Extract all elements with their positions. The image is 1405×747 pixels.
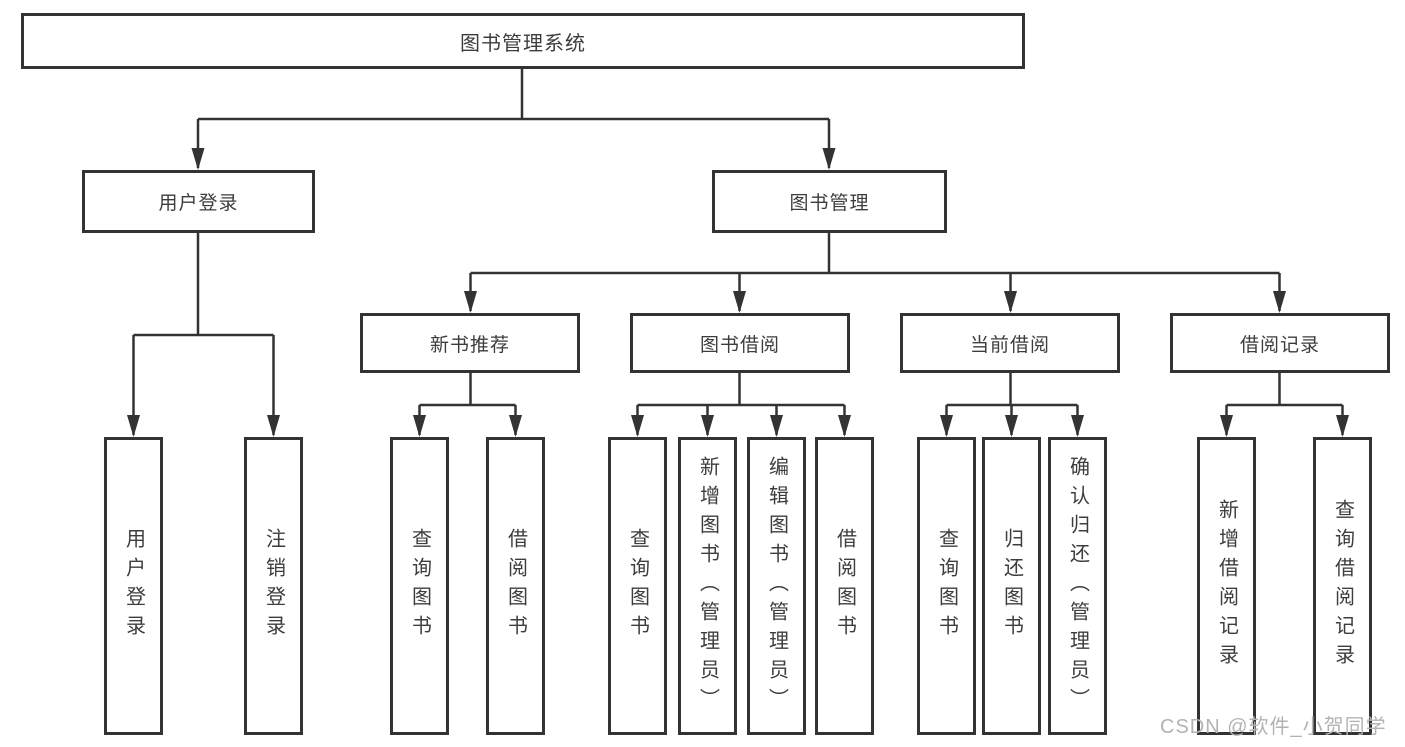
leaf-search-borrow-record-label: 查询借阅记录 <box>1331 499 1354 673</box>
leaf-confirm-return-admin-label: 确认归还（管理员） <box>1066 455 1089 717</box>
node-current-borrowing-label: 当前借阅 <box>969 334 1050 356</box>
leaf-return-book: 归还图书 <box>982 437 1041 735</box>
leaf-return-book-label: 归还图书 <box>1000 528 1023 644</box>
leaf-search-book-2: 查询图书 <box>608 437 667 735</box>
node-book-management-label: 图书管理 <box>789 193 870 214</box>
node-book-borrowing: 图书借阅 <box>630 313 850 373</box>
leaf-add-borrow-record: 新增借阅记录 <box>1197 437 1256 735</box>
leaf-search-borrow-record: 查询借阅记录 <box>1313 437 1372 735</box>
leaf-search-book-1-label: 查询图书 <box>408 528 431 644</box>
leaf-add-book-admin-label: 新增图书（管理员） <box>696 455 719 717</box>
node-book-borrowing-label: 图书借阅 <box>699 334 780 356</box>
node-root: 图书管理系统 <box>21 13 1025 69</box>
leaf-user-login-label: 用户登录 <box>122 528 145 644</box>
leaf-borrow-book-1-label: 借阅图书 <box>504 528 527 644</box>
node-borrowing-records-label: 借阅记录 <box>1239 334 1320 356</box>
leaf-borrow-book-2: 借阅图书 <box>815 437 874 735</box>
leaf-logout-label: 注销登录 <box>262 528 285 644</box>
node-new-book-recommendation: 新书推荐 <box>360 313 580 373</box>
leaf-edit-book-admin: 编辑图书（管理员） <box>747 437 806 735</box>
arrowheads <box>127 148 1349 437</box>
leaf-user-login: 用户登录 <box>104 437 163 735</box>
leaf-add-book-admin: 新增图书（管理员） <box>678 437 737 735</box>
leaf-search-book-3: 查询图书 <box>917 437 976 735</box>
watermark: CSDN @软件_小贺同学 <box>1160 716 1387 738</box>
node-book-management: 图书管理 <box>712 170 947 233</box>
node-user-login-label: 用户登录 <box>158 193 239 214</box>
leaf-add-borrow-record-label: 新增借阅记录 <box>1215 499 1238 673</box>
connector-paths <box>132 69 1344 435</box>
node-borrowing-records: 借阅记录 <box>1170 313 1390 373</box>
node-current-borrowing: 当前借阅 <box>900 313 1120 373</box>
node-new-book-recommendation-label: 新书推荐 <box>429 334 510 356</box>
leaf-borrow-book-1: 借阅图书 <box>486 437 545 735</box>
leaf-search-book-2-label: 查询图书 <box>626 528 649 644</box>
node-user-login: 用户登录 <box>82 170 315 233</box>
leaf-edit-book-admin-label: 编辑图书（管理员） <box>765 455 788 717</box>
leaf-confirm-return-admin: 确认归还（管理员） <box>1048 437 1107 735</box>
leaf-borrow-book-2-label: 借阅图书 <box>833 528 856 644</box>
node-root-label: 图书管理系统 <box>460 32 586 55</box>
leaf-search-book-3-label: 查询图书 <box>935 528 958 644</box>
leaf-logout: 注销登录 <box>244 437 303 735</box>
leaf-search-book-1: 查询图书 <box>390 437 449 735</box>
